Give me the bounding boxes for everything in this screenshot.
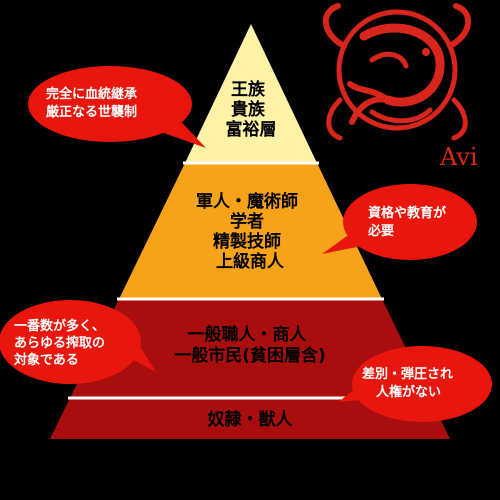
bubble-line: 一番数が多く、	[14, 318, 105, 334]
bubble-line: 人権がない	[376, 384, 441, 400]
watermark-text: Avi	[439, 143, 478, 171]
bubble-body	[28, 66, 192, 142]
bubble-body	[0, 300, 141, 384]
bubble-line: 厳正なる世襲制	[46, 104, 137, 120]
fish-tail	[347, 81, 391, 125]
bubble-line: 対象である	[13, 352, 79, 368]
emblem-wave	[326, 97, 343, 141]
koi-fish-emblem-icon	[322, 3, 472, 141]
tier-line: 精製技師	[213, 231, 281, 252]
tier-label-bottom: 奴隷・獣人	[207, 409, 294, 430]
bubble-text: 完全に血統継承 厳正なる世襲制	[46, 86, 142, 120]
tier-line: 上級商人	[216, 251, 285, 272]
tier-label-top: 王族 貴族 富裕層	[226, 79, 277, 140]
water-swirl	[369, 107, 433, 124]
tier-line: 貴族	[231, 99, 266, 120]
tier-line: 一般職人・商人	[188, 324, 308, 345]
bubble-text: 資格や教育が 必要	[367, 205, 451, 239]
bubble-line: 資格や教育が	[368, 205, 446, 221]
speech-bubble-lower-right: 差別・弾圧され 人権がない	[338, 346, 492, 422]
speech-bubble-lower-left: 一番数が多く、 あらゆる搾取の 対象である	[0, 300, 156, 384]
speech-bubble-top-left: 完全に血統継承 厳正なる世襲制	[28, 66, 206, 148]
emblem-ring	[336, 9, 458, 131]
fish-fin	[369, 51, 409, 69]
bubble-line: あらゆる搾取の	[14, 335, 105, 351]
tier-line: 奴隷・獣人	[207, 409, 294, 430]
pyramid-tier-bottom	[50, 398, 450, 439]
bubble-line: 差別・弾圧され	[362, 366, 453, 382]
emblem-wave	[451, 97, 468, 141]
pyramid-tier-lower-middle	[70, 299, 430, 398]
tier-line: 王族	[231, 79, 266, 100]
speech-bubble-upper-right: 資格や教育が 必要	[322, 184, 477, 260]
bubble-body	[343, 184, 477, 260]
tier-line: 一般市民(貧困層含)	[174, 345, 326, 366]
tier-line: 学者	[230, 211, 264, 232]
pyramid-tier-upper-middle	[119, 163, 382, 299]
pyramid-tier-top	[185, 24, 317, 163]
tier-label-upper-middle: 軍人・魔術師 学者 精製技師 上級商人	[196, 191, 304, 272]
emblem-wave	[447, 3, 472, 49]
bubble-line: 完全に血統継承	[46, 86, 137, 102]
fish-eye	[422, 48, 430, 56]
bubble-text: 一番数が多く、 あらゆる搾取の 対象である	[13, 318, 110, 368]
fish-body	[359, 23, 445, 107]
bubble-body	[352, 346, 492, 422]
bubble-text: 差別・弾圧され 人権がない	[362, 366, 458, 400]
tier-line: 富裕層	[226, 119, 277, 140]
bubble-line: 必要	[367, 223, 394, 239]
tier-line: 軍人・魔術師	[196, 191, 298, 212]
emblem-wave	[322, 3, 347, 49]
tier-label-lower-middle: 一般職人・商人 一般市民(貧困層含)	[174, 324, 326, 366]
